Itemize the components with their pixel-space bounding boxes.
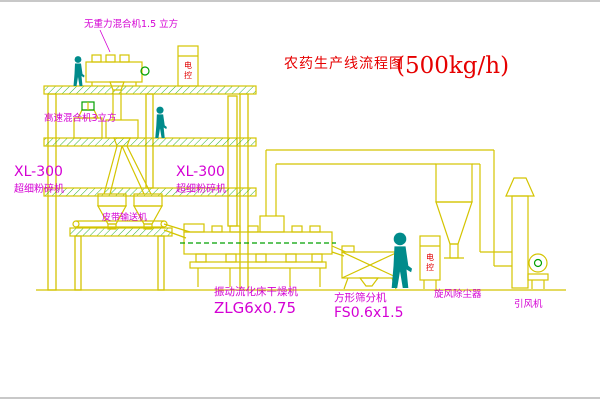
label-high-speed-mixer: 高速混合机3立方 xyxy=(44,112,117,124)
exhaust-stack xyxy=(505,177,535,289)
control-cabinet-top: 电 控 xyxy=(177,45,199,87)
zero-gravity-mixer xyxy=(85,54,150,120)
induced-draft-fan xyxy=(527,253,549,289)
label-pulverizer-right-name: 超细粉碎机 xyxy=(176,182,226,195)
label-sieve-model: FS0.6x1.5 xyxy=(334,305,404,321)
belt-conveyor xyxy=(72,220,191,239)
conveyor-platform xyxy=(69,227,173,237)
cyclone-separator xyxy=(435,163,473,259)
floor-slab-top xyxy=(43,85,257,95)
cabinet-top-label-2: 控 xyxy=(184,70,192,80)
square-sieve xyxy=(331,245,399,290)
label-belt-conveyor: 皮带输送机 xyxy=(102,211,147,223)
label-fan: 引风机 xyxy=(514,298,543,310)
exhaust-duct xyxy=(265,149,512,267)
label-pulverizer-left-model: XL-300 xyxy=(14,164,63,180)
fluid-bed-dryer xyxy=(180,215,336,287)
label-pulverizer-right-model: XL-300 xyxy=(176,164,225,180)
worker-figure-ground xyxy=(391,232,413,288)
diagram-title: 农药生产线流程图 xyxy=(284,56,404,72)
control-cabinet-bottom: 电 控 xyxy=(419,235,441,289)
label-pulverizer-left-name: 超细粉碎机 xyxy=(14,182,64,195)
label-dryer-name: 振动流化床干燥机 xyxy=(214,285,298,298)
label-dryer-model: ZLG6x0.75 xyxy=(214,299,296,317)
cabinet-bottom-label-2: 控 xyxy=(426,262,434,272)
high-speed-mixer xyxy=(73,101,103,139)
cabinet-bottom-label-1: 电 xyxy=(426,252,434,262)
feeder-machine xyxy=(103,119,152,195)
label-gravity-mixer: 无重力混合机1.5 立方 xyxy=(84,18,178,30)
floor-slab-mid xyxy=(43,137,257,147)
worker-figure-top-floor xyxy=(73,56,85,86)
diagram-title-capacity: (500kg/h) xyxy=(396,53,509,79)
worker-figure-mid-floor xyxy=(155,106,167,138)
pulverizer-left xyxy=(96,193,128,230)
label-leader-line xyxy=(99,29,111,53)
cabinet-top-label-1: 电 xyxy=(184,60,192,70)
label-cyclone: 旋风除尘器 xyxy=(434,288,482,300)
pulverizer-right xyxy=(132,193,164,230)
label-sieve-name: 方形筛分机 xyxy=(334,291,387,304)
